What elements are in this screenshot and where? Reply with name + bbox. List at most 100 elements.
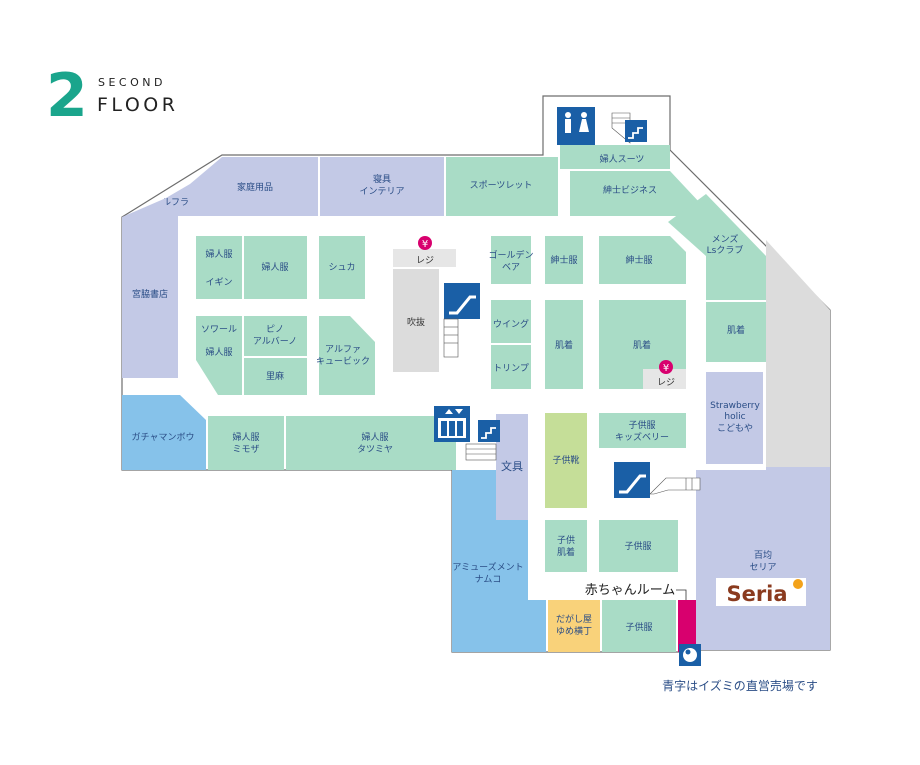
shop-shinshifuku-b-label: 紳士服: [625, 254, 652, 266]
shop-alpha[interactable]: [319, 316, 375, 395]
shop-shuka[interactable]: [319, 236, 365, 299]
shop-tatsumiya-label-1: 婦人服: [361, 431, 388, 443]
shop-swirl-label-1: ソワール: [201, 325, 237, 335]
regi-east-label: レジ: [657, 378, 675, 388]
shop-shingu-label-2: インテリア: [359, 186, 404, 197]
seria-logo-flower: [793, 579, 803, 589]
floor-word-second: SECOND: [98, 76, 166, 89]
atrium-void: [393, 269, 439, 372]
shop-shuka-label: シュカ: [328, 262, 355, 273]
shop-shinshifuku-b[interactable]: [599, 236, 686, 284]
shop-strawberry-label-1: Strawberry: [710, 401, 760, 411]
shop-kodomogutsu[interactable]: [545, 413, 587, 508]
baby-room-leader: [676, 589, 687, 600]
shop-mens-ls-label-1: メンズ: [712, 233, 739, 245]
shop-alpha-label-1: アルファ: [325, 345, 361, 355]
shop-kidsberry-label-1: 子供服: [628, 419, 655, 431]
shop-swirl[interactable]: [196, 316, 242, 395]
shop-hadagi-a[interactable]: [545, 300, 583, 389]
shop-swirl-label-2: 婦人服: [205, 346, 232, 358]
shop-bungu[interactable]: [496, 414, 528, 520]
shop-mens-ls-label-2: Lsクラブ: [707, 244, 744, 256]
shop-shinshi-business-label: 紳士ビジネス: [603, 184, 657, 196]
shop-golden-bear[interactable]: [491, 236, 531, 284]
shop-mens-ls[interactable]: [668, 194, 766, 300]
shop-fujinfuku-igin-label-1: 婦人服: [205, 248, 232, 260]
shop-miyawaki-label: 宮脇書店: [132, 288, 168, 300]
atrium-label: 吹抜: [407, 316, 425, 328]
shop-fujinfuku-a[interactable]: [244, 236, 307, 299]
shop-shinshifuku-a-label: 紳士服: [550, 254, 577, 266]
shop-triumph-label: トリンプ: [493, 363, 529, 374]
shop-fujinfuku-igin-label-2: イギン: [205, 277, 232, 288]
shop-golden-bear-label-1: ゴールデン: [488, 249, 533, 261]
shop-shingu[interactable]: [320, 157, 444, 216]
shop-amusement-label-1: アミューズメント: [452, 561, 523, 573]
shop-sports-let[interactable]: [446, 157, 558, 216]
shop-mimoza-label-1: 婦人服: [232, 431, 259, 443]
shop-hadagi-east[interactable]: [706, 302, 766, 362]
shop-fujinfuku-igin[interactable]: [196, 236, 242, 299]
shop-hadagi-a-label: 肌着: [555, 339, 573, 351]
shop-amusement[interactable]: [452, 470, 546, 652]
baby-room-icon[interactable]: [679, 644, 701, 666]
shop-kidsberry-label-2: キッズベリー: [615, 431, 669, 443]
baby-room-label: 赤ちゃんルーム: [585, 583, 676, 598]
footnote: 青字はイズミの直営売場です: [662, 678, 818, 693]
shop-dagashi[interactable]: [548, 600, 600, 652]
shop-shinshi-business[interactable]: [570, 171, 700, 216]
restroom-icon[interactable]: [557, 107, 595, 145]
shop-kodomo-hadagi-label-1: 子供: [557, 534, 575, 546]
shop-pino-label-2: アルバーノ: [253, 336, 297, 347]
shop-satoasa[interactable]: [244, 358, 307, 395]
shop-pino[interactable]: [244, 316, 307, 356]
shop-triumph[interactable]: [491, 345, 531, 389]
shop-mimoza[interactable]: [208, 416, 284, 470]
shop-kidsberry[interactable]: [599, 413, 686, 448]
shop-kodomofuku-b[interactable]: [602, 600, 676, 652]
svg-text:¥: ¥: [422, 239, 428, 250]
shop-dagashi-label-1: だがし屋: [556, 613, 592, 625]
shop-kodomofuku-a[interactable]: [599, 520, 678, 572]
escalator-icon[interactable]: [443, 283, 480, 358]
shop-seria-label-2: セリア: [749, 562, 776, 573]
shop-mimoza-label-2: ミモザ: [232, 444, 259, 455]
seria-logo: Seria: [726, 582, 787, 606]
shop-tatsumiya[interactable]: [286, 416, 456, 470]
shop-hadagi-b-label: 肌着: [633, 339, 651, 351]
shop-satoasa-label: 里麻: [266, 370, 284, 382]
shop-hadagi-east-label: 肌着: [727, 324, 745, 336]
escalator-icon-east[interactable]: [614, 462, 701, 498]
shop-pino-label-1: ピノ: [266, 324, 284, 335]
seria-logo-plate: [716, 578, 806, 606]
shop-kodomo-hadagi[interactable]: [545, 520, 587, 572]
shop-rufuran[interactable]: [166, 184, 190, 216]
shop-tatsumiya-label-2: タツミヤ: [357, 444, 393, 455]
cashier-yen-icon-east: ¥: [659, 360, 673, 374]
shop-rufuran-label: ルフラン: [162, 197, 198, 208]
baby-room[interactable]: [678, 600, 696, 652]
shop-shingu-label-1: 寝具: [373, 173, 391, 185]
shop-strawberry[interactable]: [706, 372, 763, 464]
stairs-icon-center[interactable]: [465, 420, 500, 461]
elevator-icon[interactable]: [434, 406, 470, 442]
shop-gacha[interactable]: [122, 395, 206, 470]
shop-kodomofuku-a-label: 子供服: [624, 540, 651, 552]
stairs-icon[interactable]: [611, 112, 647, 144]
shop-shinshifuku-a[interactable]: [545, 236, 583, 284]
shop-wing[interactable]: [491, 300, 531, 343]
shop-fujinfuku-a-label: 婦人服: [261, 261, 288, 273]
shop-strawberry-label-2: holic: [724, 412, 745, 422]
shop-gacha-label: ガチャマンボウ: [132, 432, 195, 443]
shop-golden-bear-label-2: ベア: [502, 263, 520, 273]
shop-kateiyouhin[interactable]: [190, 157, 318, 216]
regi-counter-east: [643, 369, 686, 389]
svg-text:¥: ¥: [663, 363, 669, 374]
grey-backroom-area: [766, 240, 830, 470]
regi-counter-west: [393, 249, 456, 267]
shop-alpha-label-2: キュービック: [316, 356, 370, 367]
shop-strawberry-label-3: こどもや: [717, 423, 753, 434]
shop-miyawaki[interactable]: [122, 198, 178, 378]
shop-fujin-suits[interactable]: [560, 145, 670, 169]
